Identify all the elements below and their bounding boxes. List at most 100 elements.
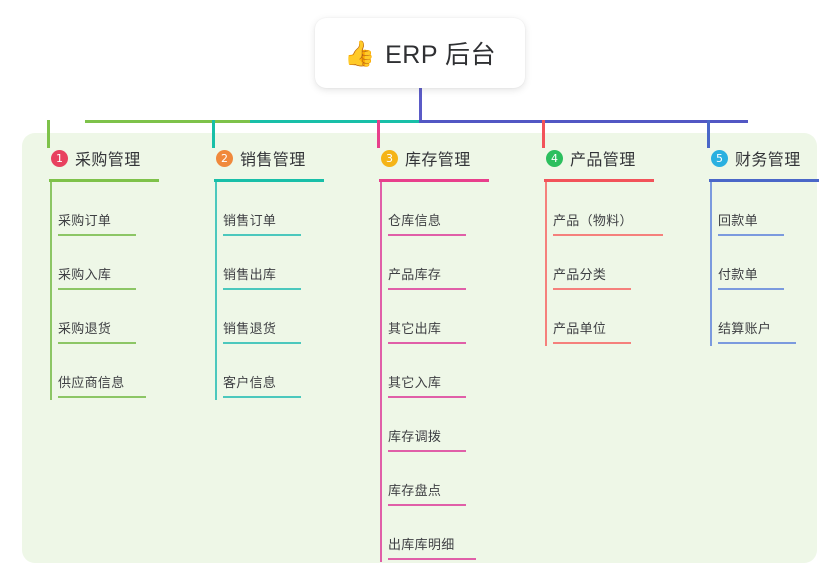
branch-badge-3: 3 bbox=[381, 149, 398, 167]
branch-item[interactable]: 仓库信息 bbox=[388, 182, 466, 236]
branch-item[interactable]: 销售出库 bbox=[223, 236, 301, 290]
branch-item[interactable]: 付款单 bbox=[718, 236, 784, 290]
branch-drop-4 bbox=[542, 120, 545, 148]
branch-item[interactable]: 库存盘点 bbox=[388, 452, 466, 506]
branch-item-rule bbox=[58, 234, 136, 236]
branch-item[interactable]: 结算账户 bbox=[718, 290, 796, 344]
branch-title-rule-3 bbox=[379, 179, 489, 182]
branch-column-5: 5 财务管理回款单付款单结算账户 bbox=[698, 146, 839, 346]
root-stem bbox=[419, 88, 422, 123]
bus-segment-2 bbox=[250, 120, 420, 123]
branch-title-5: 财务管理 bbox=[735, 152, 801, 169]
branch-item-rule bbox=[223, 234, 301, 236]
branch-title-rule-4 bbox=[544, 179, 654, 182]
branch-badge-2: 2 bbox=[216, 149, 233, 167]
branch-item-label: 销售订单 bbox=[223, 213, 277, 228]
branch-item-rule bbox=[58, 342, 136, 344]
branch-item-rule bbox=[553, 234, 663, 236]
branch-item-rule bbox=[223, 396, 301, 398]
branch-item[interactable]: 供应商信息 bbox=[58, 344, 146, 398]
branch-item[interactable]: 采购订单 bbox=[58, 182, 136, 236]
branch-item-rule bbox=[388, 450, 466, 452]
branch-item-label: 出库库明细 bbox=[388, 537, 455, 552]
branch-item-label: 产品（物料） bbox=[553, 213, 633, 228]
branch-item-label: 产品库存 bbox=[388, 267, 442, 282]
branch-item[interactable]: 销售订单 bbox=[223, 182, 301, 236]
branch-drop-5 bbox=[707, 120, 710, 148]
branch-item-rule bbox=[58, 288, 136, 290]
branch-item-rule bbox=[388, 558, 476, 560]
branch-item-label: 销售出库 bbox=[223, 267, 277, 282]
branch-item[interactable]: 出库库明细 bbox=[388, 506, 476, 560]
root-node-title: ERP 后台 bbox=[385, 41, 497, 69]
branch-item-rule bbox=[223, 342, 301, 344]
branch-item-label: 客户信息 bbox=[223, 375, 277, 390]
branch-item[interactable]: 回款单 bbox=[718, 182, 784, 236]
branch-title-rule-1 bbox=[49, 179, 159, 182]
branch-item-label: 仓库信息 bbox=[388, 213, 442, 228]
root-node-content: 👍 ERP 后台 bbox=[344, 35, 496, 71]
bus-segment-3 bbox=[419, 120, 748, 123]
branch-item[interactable]: 采购入库 bbox=[58, 236, 136, 290]
branch-item-label: 采购订单 bbox=[58, 213, 112, 228]
branch-badge-1: 1 bbox=[51, 149, 68, 167]
branch-item[interactable]: 产品分类 bbox=[553, 236, 631, 290]
branch-trunk-3 bbox=[380, 182, 382, 562]
branch-trunk-2 bbox=[215, 182, 217, 400]
branch-drop-1 bbox=[47, 120, 50, 148]
branch-title-rule-2 bbox=[214, 179, 324, 182]
branch-item[interactable]: 产品（物料） bbox=[553, 182, 663, 236]
branch-item-label: 产品单位 bbox=[553, 321, 607, 336]
branch-item-rule bbox=[388, 234, 466, 236]
branch-item-rule bbox=[553, 288, 631, 290]
branch-trunk-1 bbox=[50, 182, 52, 400]
branch-item-label: 采购入库 bbox=[58, 267, 112, 282]
root-node[interactable]: 👍 ERP 后台 bbox=[315, 18, 525, 88]
branch-badge-5: 5 bbox=[711, 149, 728, 167]
branch-item-label: 库存调拨 bbox=[388, 429, 442, 444]
branch-item[interactable]: 产品单位 bbox=[553, 290, 631, 344]
branch-title-3: 库存管理 bbox=[405, 152, 471, 169]
branch-item[interactable]: 采购退货 bbox=[58, 290, 136, 344]
branch-drop-2 bbox=[212, 120, 215, 148]
branch-item-label: 产品分类 bbox=[553, 267, 607, 282]
branch-item-label: 销售退货 bbox=[223, 321, 277, 336]
branch-column-3: 3 库存管理仓库信息产品库存其它出库其它入库库存调拨库存盘点出库库明细 bbox=[368, 146, 518, 562]
branch-item-rule bbox=[58, 396, 146, 398]
branch-item-rule bbox=[718, 234, 784, 236]
branch-item-label: 回款单 bbox=[718, 213, 758, 228]
branch-drop-3 bbox=[377, 120, 380, 148]
branch-item-label: 其它出库 bbox=[388, 321, 442, 336]
branch-item-rule bbox=[388, 342, 466, 344]
branch-item-label: 供应商信息 bbox=[58, 375, 125, 390]
branch-title-4: 产品管理 bbox=[570, 152, 636, 169]
branch-item-label: 库存盘点 bbox=[388, 483, 442, 498]
branch-trunk-4 bbox=[545, 182, 547, 346]
branch-item-label: 结算账户 bbox=[718, 321, 772, 336]
branch-title-1: 采购管理 bbox=[75, 152, 141, 169]
branch-item-rule bbox=[388, 504, 466, 506]
branch-item[interactable]: 其它出库 bbox=[388, 290, 466, 344]
branch-header-3[interactable]: 3 库存管理 bbox=[368, 146, 518, 170]
branch-item-label: 采购退货 bbox=[58, 321, 112, 336]
branch-item-rule bbox=[388, 396, 466, 398]
branch-item[interactable]: 产品库存 bbox=[388, 236, 466, 290]
bus-segment-1 bbox=[85, 120, 251, 123]
branch-header-5[interactable]: 5 财务管理 bbox=[698, 146, 839, 170]
branch-item-rule bbox=[388, 288, 466, 290]
thumbs-up-icon: 👍 bbox=[343, 38, 376, 68]
branch-item-rule bbox=[718, 342, 796, 344]
branch-item[interactable]: 销售退货 bbox=[223, 290, 301, 344]
branch-header-1[interactable]: 1 采购管理 bbox=[38, 146, 188, 170]
branch-item[interactable]: 客户信息 bbox=[223, 344, 301, 398]
branch-item-rule bbox=[718, 288, 784, 290]
branch-item-rule bbox=[223, 288, 301, 290]
branch-item-rule bbox=[553, 342, 631, 344]
branch-item[interactable]: 库存调拨 bbox=[388, 398, 466, 452]
branch-item[interactable]: 其它入库 bbox=[388, 344, 466, 398]
